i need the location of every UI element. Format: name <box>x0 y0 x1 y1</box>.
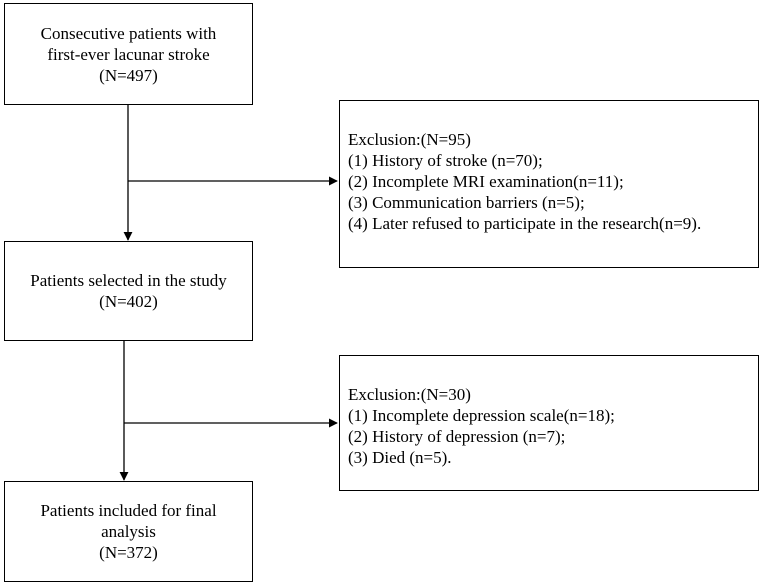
exclusion-box-2: Exclusion:(N=30) (1) Incomplete depressi… <box>339 355 759 491</box>
exclusion-2-item-1: (1) Incomplete depression scale(n=18); <box>348 406 615 425</box>
selected-count: (N=402) <box>99 292 158 311</box>
exclusion-1-item-1: (1) History of stroke (n=70); <box>348 151 543 170</box>
start-line-2: first-ever lacunar stroke <box>47 44 210 64</box>
start-box: Consecutive patients with first-ever lac… <box>4 3 253 105</box>
final-line-1: Patients included for final <box>40 501 217 520</box>
exclusion-2-item-3: (3) Died (n=5). <box>348 448 452 467</box>
selected-box: Patients selected in the study (N=402) <box>4 241 253 341</box>
exclusion-box-1: Exclusion:(N=95) (1) History of stroke (… <box>339 100 759 268</box>
exclusion-1-item-2: (2) Incomplete MRI examination(n=11); <box>348 172 624 191</box>
exclusion-2-title: Exclusion:(N=30) <box>348 385 471 404</box>
exclusion-1-title: Exclusion:(N=95) <box>348 130 471 149</box>
selected-line-1: Patients selected in the study <box>30 271 227 290</box>
final-box: Patients included for final analysis (N=… <box>4 481 253 582</box>
exclusion-2-item-2: (2) History of depression (n=7); <box>348 427 566 446</box>
exclusion-1-item-4: (4) Later refused to participate in the … <box>348 214 702 233</box>
start-line-1: Consecutive patients with <box>40 23 217 43</box>
exclusion-1-item-3: (3) Communication barriers (n=5); <box>348 193 585 212</box>
final-count: (N=372) <box>99 543 158 562</box>
final-line-2: analysis <box>101 522 156 541</box>
start-count: (N=497) <box>99 65 158 85</box>
